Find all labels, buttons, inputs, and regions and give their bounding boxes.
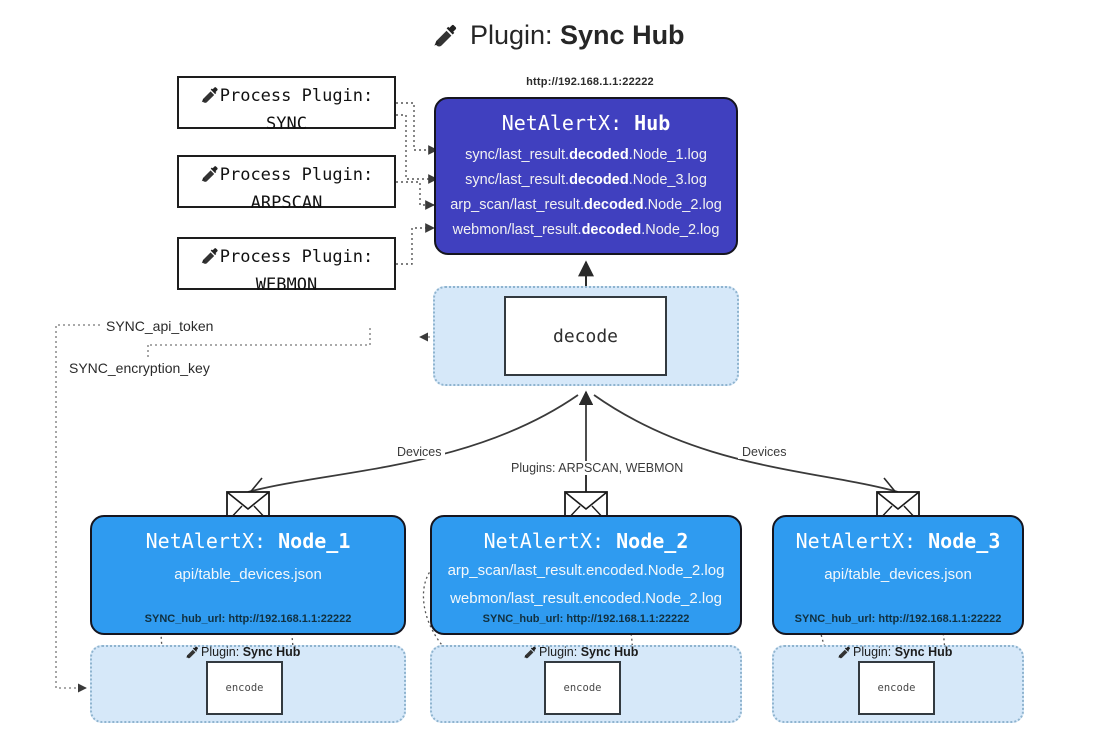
process-plugin-label: Process Plugin: [219, 165, 374, 185]
node-1-url: SYNC_hub_url: http://192.168.1.1:22222 [144, 613, 352, 625]
node-3-url: SYNC_hub_url: http://192.168.1.1:22222 [794, 613, 1002, 625]
sync-encryption-key-label: SYNC_encryption_key [64, 360, 215, 376]
process-plugin-arpscan-box[interactable]: Process Plugin: ARPSCAN [177, 155, 396, 213]
node-3-encode-box[interactable]: encode [858, 661, 935, 715]
node-2-title: NetAlertX: Node_2 [483, 529, 689, 553]
hub-title-prefix: NetAlertX: [501, 111, 623, 135]
node-2-encode-box[interactable]: encode [544, 661, 621, 715]
node-2-url: SYNC_hub_url: http://192.168.1.1:22222 [482, 613, 690, 625]
page-title-prefix: Plugin: [469, 20, 553, 50]
node-2-box[interactable]: NetAlertX: Node_2 arp_scan/last_result.e… [430, 515, 742, 635]
node-1-line: api/table_devices.json [174, 566, 322, 583]
plug-icon [200, 85, 219, 112]
process-plugin-sync-box[interactable]: Process Plugin: SYNC [177, 76, 396, 134]
hub-title-name: Hub [634, 111, 671, 135]
process-plugin-webmon-name: WEBMON [255, 275, 318, 295]
node-3-title: NetAlertX: Node_3 [795, 529, 1001, 553]
process-plugin-webmon-box[interactable]: Process Plugin: WEBMON [177, 237, 396, 295]
plug-icon [185, 645, 199, 662]
process-plugin-arpscan-line1: Process Plugin: [179, 163, 394, 191]
edge-label-devices-right: Devices [738, 445, 791, 459]
hub-title: NetAlertX: Hub [436, 111, 736, 135]
page-title-name: Sync Hub [560, 20, 685, 50]
process-plugin-arpscan-name: ARPSCAN [250, 193, 323, 213]
hub-log-list: sync/last_result.decoded.Node_1.log sync… [436, 143, 736, 243]
node-1-encode-plugin-label: Plugin: Sync Hub [185, 645, 300, 662]
process-plugin-sync-line1: Process Plugin: [179, 84, 394, 112]
node-2-line: arp_scan/last_result.encoded.Node_2.log [447, 562, 725, 579]
plug-icon [837, 645, 851, 662]
node-3-box[interactable]: NetAlertX: Node_3 api/table_devices.json… [772, 515, 1024, 635]
hub-url-label: http://192.168.1.1:22222 [526, 76, 654, 88]
sync-api-token-label: SYNC_api_token [101, 318, 219, 334]
process-plugin-webmon-line1: Process Plugin: [179, 245, 394, 273]
edge-label-devices-left: Devices [393, 445, 446, 459]
hub-log-line: sync/last_result.decoded.Node_3.log [465, 172, 707, 188]
node-1-title: NetAlertX: Node_1 [145, 529, 351, 553]
node-2-encode-plugin-label: Plugin: Sync Hub [523, 645, 638, 662]
node-1-box[interactable]: NetAlertX: Node_1 api/table_devices.json… [90, 515, 406, 635]
plug-icon [432, 22, 458, 56]
hub-node[interactable]: NetAlertX: Hub sync/last_result.decoded.… [434, 97, 738, 255]
hub-log-line: arp_scan/last_result.decoded.Node_2.log [450, 197, 722, 213]
edge-label-plugins: Plugins: ARPSCAN, WEBMON [507, 461, 688, 475]
process-plugin-label: Process Plugin: [219, 86, 374, 106]
node-1-encode-box[interactable]: encode [206, 661, 283, 715]
plug-icon [200, 246, 219, 273]
node-3-encode-plugin-label: Plugin: Sync Hub [837, 645, 952, 662]
plug-icon [523, 645, 537, 662]
decode-box[interactable]: decode [504, 296, 667, 376]
process-plugin-sync-name: SYNC [266, 114, 307, 134]
process-plugin-label: Process Plugin: [219, 247, 374, 267]
page-title: Plugin: Sync Hub [0, 18, 1117, 56]
node-2-line: webmon/last_result.encoded.Node_2.log [450, 590, 722, 607]
hub-log-line: sync/last_result.decoded.Node_1.log [465, 147, 707, 163]
plug-icon [200, 164, 219, 191]
node-3-line: api/table_devices.json [824, 566, 972, 583]
hub-log-line: webmon/last_result.decoded.Node_2.log [452, 222, 720, 238]
